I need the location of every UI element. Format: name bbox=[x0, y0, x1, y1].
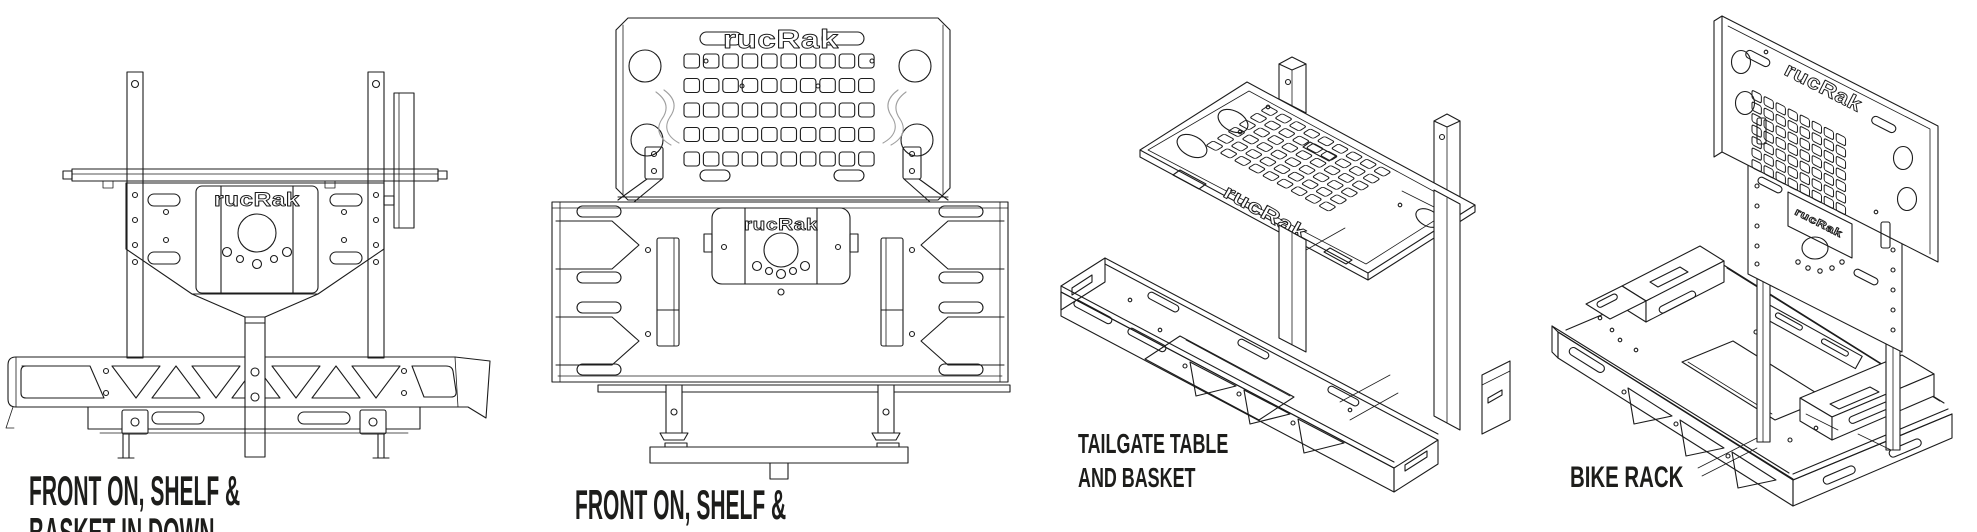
tailgate-table-panel: rucRak bbox=[615, 17, 951, 203]
hitch-mount-plate: rucRak bbox=[703, 207, 859, 285]
hitch-bar bbox=[244, 316, 266, 458]
support-legs bbox=[597, 384, 1011, 480]
iso-posts-lower bbox=[1278, 189, 1461, 431]
basket-bottom-rail bbox=[87, 406, 421, 459]
mount-plate-assembly: rucRak bbox=[125, 182, 385, 318]
right-upright-post bbox=[367, 71, 415, 359]
figure-caption-front-down: FRONT ON, SHELF & BASKET IN DOWN POSITIO… bbox=[29, 467, 241, 532]
figure-caption-tailgate: TAILGATE TABLE AND BASKET bbox=[1078, 428, 1229, 493]
figure-tailgate-table: rucRak bbox=[1050, 0, 1515, 532]
wheel-cradle-right bbox=[1799, 354, 1935, 441]
basket-end-bracket bbox=[1481, 360, 1511, 435]
bike-rack-drawing: rucRak rucRak bbox=[1551, 15, 1953, 507]
mount-plate-holes bbox=[131, 191, 380, 266]
left-upright-post bbox=[126, 71, 144, 359]
panel-hole-grid bbox=[683, 53, 875, 167]
panel-highlight-flourish bbox=[655, 89, 907, 146]
wheel-cradle-left bbox=[1585, 245, 1725, 333]
figure-bike-rack: rucRak rucRak bbox=[1545, 0, 1977, 532]
figure-front-up: rucRak bbox=[540, 0, 1020, 532]
figure-caption-front-up: FRONT ON, SHELF & BASKET IN UP POSITION bbox=[575, 481, 787, 532]
iso-upright-posts bbox=[1278, 56, 1461, 198]
rucrak-logo: rucRak bbox=[723, 24, 839, 54]
front-down-drawing: rucRak bbox=[5, 71, 491, 459]
figure-front-down: rucRak bbox=[0, 0, 510, 532]
panel-hole-grid bbox=[1751, 90, 1847, 216]
iso-table-top: rucRak bbox=[1139, 81, 1476, 281]
tailgate-table-drawing: rucRak bbox=[1060, 56, 1511, 493]
rucrak-logo: rucRak bbox=[214, 190, 300, 211]
iso-basket bbox=[1060, 257, 1439, 493]
mast-assembly: rucRak bbox=[1697, 149, 1903, 477]
figure-caption-bike-rack: BIKE RACK bbox=[1570, 461, 1684, 494]
basket-up-panel: rucRak bbox=[551, 201, 1009, 383]
shelf-edge bbox=[62, 168, 448, 189]
front-up-drawing: rucRak bbox=[551, 17, 1011, 480]
rucrak-logo: rucRak bbox=[744, 215, 818, 234]
